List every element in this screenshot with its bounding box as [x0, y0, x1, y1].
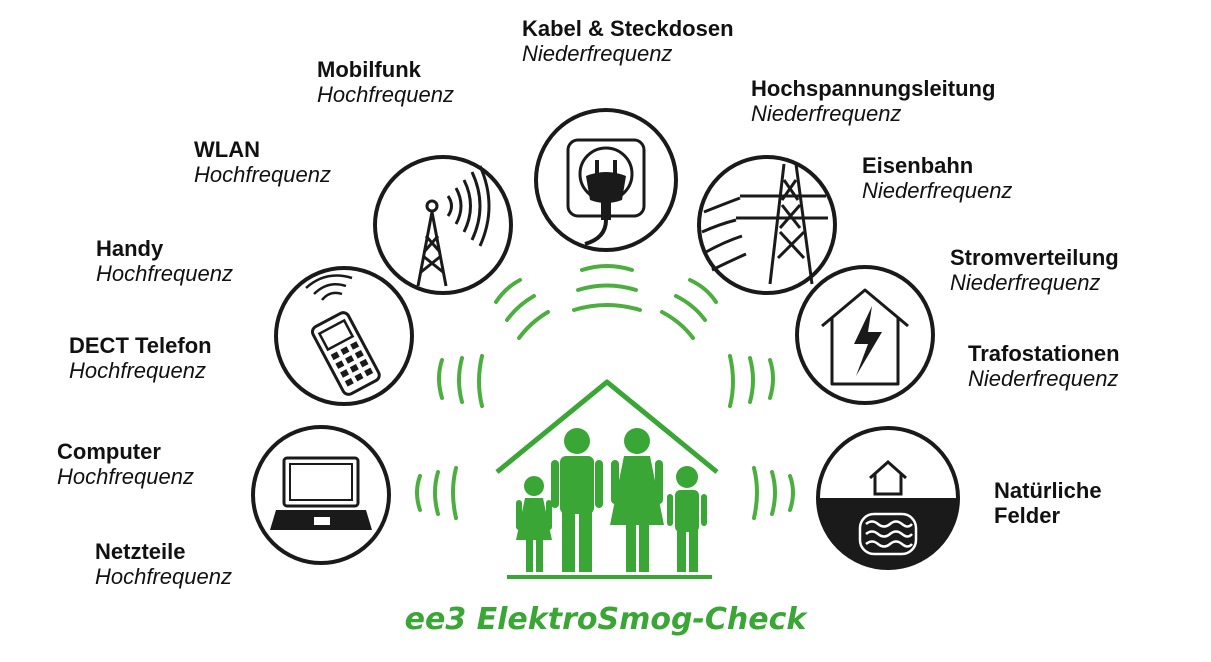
label-dect: DECT Telefon Hochfrequenz	[69, 333, 212, 384]
label-dect-subtitle: Hochfrequenz	[69, 358, 206, 384]
label-kabel: Kabel & Steckdosen Niederfrequenz	[522, 16, 734, 67]
label-natuerlich: Natürliche Felder	[994, 478, 1102, 529]
label-wlan-subtitle: Hochfrequenz	[194, 162, 331, 188]
label-eisenbahn-title: Eisenbahn	[862, 153, 974, 178]
label-mobilfunk-title: Mobilfunk	[317, 57, 421, 82]
plug-socket-icon	[534, 108, 678, 252]
label-netzteile-title: Netzteile	[95, 539, 186, 564]
label-dect-title: DECT Telefon	[69, 333, 212, 358]
label-eisenbahn-subtitle: Niederfrequenz	[862, 178, 1013, 204]
label-trafostationen-title: Trafostationen	[968, 341, 1120, 366]
wave-arcs	[415, 264, 795, 520]
label-netzteile: Netzteile Hochfrequenz	[95, 539, 232, 590]
power-pylon-icon	[697, 155, 837, 295]
label-trafostationen: Trafostationen Niederfrequenz	[968, 341, 1120, 392]
label-wlan: WLAN Hochfrequenz	[194, 137, 331, 188]
label-handy: Handy Hochfrequenz	[96, 236, 233, 287]
label-hochspannung-title: Hochspannungsleitung	[751, 76, 996, 101]
label-natuerlich-title: Natürliche	[994, 478, 1102, 503]
laptop-icon	[251, 425, 391, 565]
label-trafostationen-subtitle: Niederfrequenz	[968, 366, 1119, 392]
label-natuerlich-subtitle: Felder	[994, 503, 1061, 529]
label-stromverteilung-subtitle: Niederfrequenz	[950, 270, 1101, 296]
earth-layers-icon	[816, 426, 960, 570]
mobile-phone-icon	[274, 266, 414, 406]
brand-title: ee3 ElektroSmog-Check	[404, 602, 807, 637]
label-mobilfunk-subtitle: Hochfrequenz	[317, 82, 454, 108]
label-kabel-title: Kabel & Steckdosen	[522, 16, 734, 41]
house-lightning-icon	[795, 265, 935, 405]
label-computer-title: Computer	[57, 439, 161, 464]
family-house-icon	[495, 379, 719, 579]
label-kabel-subtitle: Niederfrequenz	[522, 41, 673, 67]
label-mobilfunk: Mobilfunk Hochfrequenz	[317, 57, 454, 108]
label-stromverteilung: Stromverteilung Niederfrequenz	[950, 245, 1119, 296]
label-computer: Computer Hochfrequenz	[57, 439, 194, 490]
cell-tower-icon	[373, 155, 513, 295]
label-wlan-title: WLAN	[194, 137, 260, 162]
label-hochspannung: Hochspannungsleitung Niederfrequenz	[751, 76, 995, 127]
label-handy-title: Handy	[96, 236, 164, 261]
label-netzteile-subtitle: Hochfrequenz	[95, 564, 232, 590]
label-hochspannung-subtitle: Niederfrequenz	[751, 101, 902, 127]
label-handy-subtitle: Hochfrequenz	[96, 261, 233, 287]
label-computer-subtitle: Hochfrequenz	[57, 464, 194, 490]
label-eisenbahn: Eisenbahn Niederfrequenz	[862, 153, 1012, 204]
label-stromverteilung-title: Stromverteilung	[950, 245, 1119, 270]
